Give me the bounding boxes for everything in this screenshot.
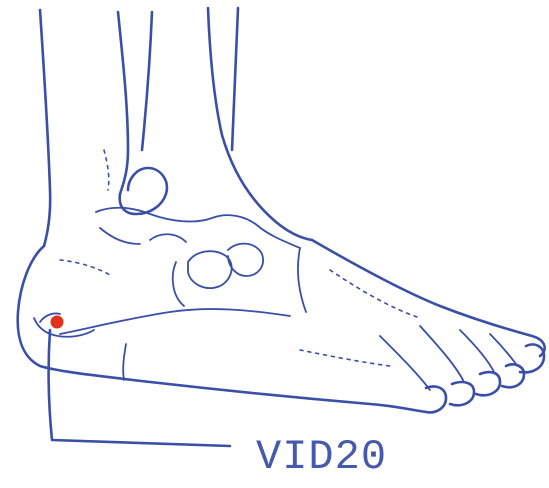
toes <box>380 326 544 412</box>
leg-bones <box>40 8 312 246</box>
acupoint-label: VID20 <box>256 433 387 481</box>
acupoint-marker <box>51 316 64 329</box>
foot-outline <box>18 226 545 412</box>
